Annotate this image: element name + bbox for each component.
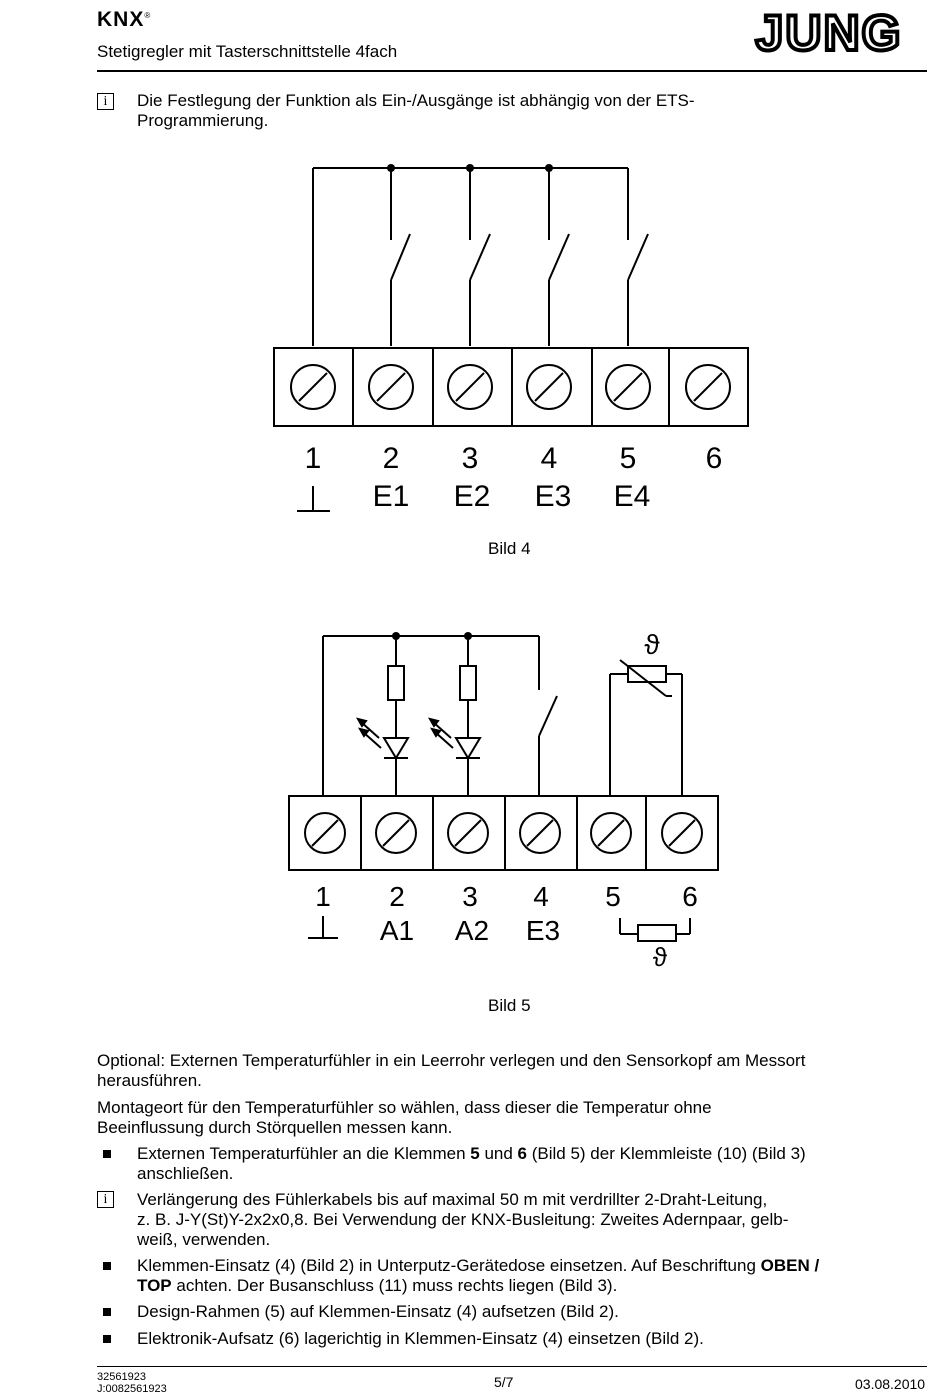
fig4-terminal-6-num: 6 [706,442,723,475]
bullet-2-line2: TOP achten. Der Busanschluss (11) muss r… [137,1276,618,1295]
bullet-icon [103,1335,111,1343]
bullet-3: Design-Rahmen (5) auf Klemmen-Einsatz (4… [137,1302,619,1321]
info-icon: i [97,93,114,110]
fig5-terminal-1-num: 1 [315,881,331,912]
fig4-terminal-3-num: 3 [462,442,479,475]
paragraph-1-line2: herausführen. [97,1071,202,1090]
fig5-terminal-3-label: A2 [455,915,489,946]
bullet-4: Elektronik-Aufsatz (6) lagerichtig in Kl… [137,1329,704,1348]
fig4-terminal-5-label: E4 [614,480,651,513]
bullet-1-line1: Externen Temperaturfühler an die Klemmen… [137,1144,806,1163]
footer-rule [97,1366,927,1367]
footer-code-2: J:0082561923 [97,1383,167,1395]
fig5-ground-symbol [308,916,338,939]
paragraph-2-line1: Montageort für den Temperaturfühler so w… [97,1098,712,1117]
fig4-terminal-1-num: 1 [305,442,322,475]
paragraph-2-line2: Beeinflussung durch Störquellen messen k… [97,1118,453,1137]
info-icon: i [97,1191,114,1208]
fig5-terminal-2-label: A1 [380,915,414,946]
document-title: Stetigregler mit Tasterschnittstelle 4fa… [97,42,398,61]
note-1-line3: weiß, verwenden. [137,1230,271,1249]
fig5-terminal-6-num: 6 [682,881,698,912]
note-1-line1: Verlängerung des Fühlerkabels bis auf ma… [137,1190,768,1209]
fig4-terminal-4-num: 4 [541,442,558,475]
fig5-terminal-5-num: 5 [605,881,621,912]
fig4-ground-symbol [297,486,330,512]
footer-code-1: 32561923 [97,1371,146,1383]
fig5-terminal-4-num: 4 [533,881,549,912]
figure-5-wiring-diagram: ϑ 1 2 3 4 5 6 A1 A2 E3 ϑ [288,629,719,972]
fig5-sensor-symbol-bottom: ϑ [653,942,668,972]
fig5-sensor-symbol-top: ϑ [644,629,660,660]
bullet-icon [103,1150,111,1158]
fig5-terminal-3-num: 3 [462,881,478,912]
fig5-terminal-2-num: 2 [389,881,405,912]
header-rule [97,70,927,72]
fig4-terminal-2-num: 2 [383,442,400,475]
bullet-icon [103,1262,111,1270]
intro-note-line1: Die Festlegung der Funktion als Ein-/Aus… [137,91,695,110]
page-number: 5/7 [494,1374,514,1390]
fig4-terminal-5-num: 5 [620,442,637,475]
jung-logo: JUNG [731,10,927,56]
figure-4-wiring-diagram: 1 2 3 4 5 6 E1 E2 E3 E4 [273,164,749,513]
fig4-terminal-2-label: E1 [373,480,410,513]
knx-brand: KNX® [97,8,152,31]
fig5-sensor-connection-symbol [619,918,691,942]
bullet-icon [103,1308,111,1316]
bullet-2-line1: Klemmen-Einsatz (4) (Bild 2) in Unterput… [137,1256,820,1275]
bullet-1-line2: anschließen. [137,1164,234,1183]
svg-text:JUNG: JUNG [756,10,903,56]
footer-date: 03.08.2010 [855,1376,926,1392]
figure-5-caption: Bild 5 [488,996,531,1015]
figure-4-caption: Bild 4 [488,539,531,558]
intro-note-line2: Programmierung. [137,111,269,130]
note-1-line2: z. B. J-Y(St)Y-2x2x0,8. Bei Verwendung d… [137,1210,789,1229]
fig4-terminal-4-label: E3 [535,480,572,513]
fig4-terminal-3-label: E2 [454,480,491,513]
fig5-terminal-4-label: E3 [526,915,560,946]
paragraph-1-line1: Optional: Externen Temperaturfühler in e… [97,1051,806,1070]
